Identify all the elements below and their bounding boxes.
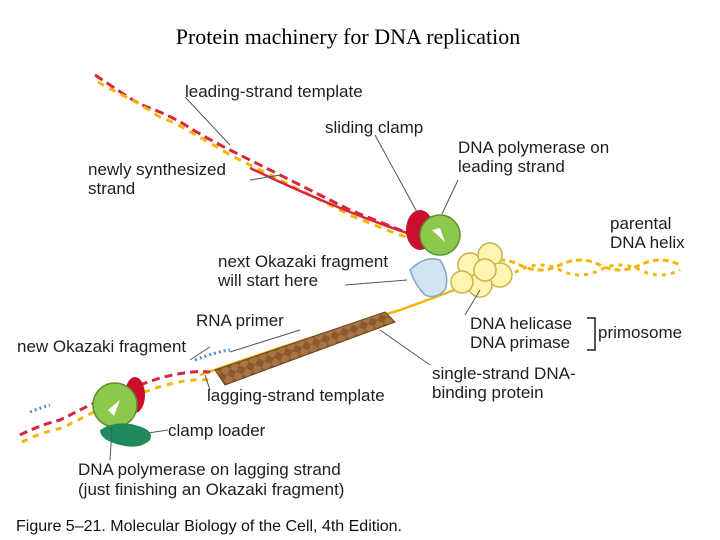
newly-synthesized-strand: [249, 166, 411, 236]
label-dna-helicase: DNA helicase: [470, 314, 573, 333]
label-new-okazaki-fragment: new Okazaki fragment: [17, 337, 187, 356]
label-next-okazaki-1: next Okazaki fragment: [218, 252, 389, 271]
leader-sliding-clamp: [374, 134, 418, 213]
slide-title: Protein machinery for DNA replication: [175, 24, 521, 49]
label-rna-primer: RNA primer: [196, 311, 284, 330]
leader-next-okazaki: [344, 279, 408, 286]
leader-clamp-loader: [147, 429, 169, 434]
leading-polymerase: [406, 210, 461, 256]
dna-primase: [409, 258, 448, 298]
label-dna-polymerase-leading-2: leading strand: [458, 157, 565, 176]
ssb-coating: [214, 311, 396, 386]
leader-newly-synthesized: [249, 174, 281, 181]
label-next-okazaki-2: will start here: [218, 271, 319, 290]
parental-dna-helix: [479, 258, 681, 277]
leader-polymerase-leading: [441, 179, 459, 215]
leader-helicase-primase: [464, 289, 481, 316]
label-newly-synthesized-2: strand: [88, 179, 136, 198]
label-sliding-clamp: sliding clamp: [325, 118, 424, 137]
label-clamp-loader: clamp loader: [168, 421, 266, 440]
leader-lagging-template: [204, 374, 211, 391]
dna-helicase: [450, 242, 513, 298]
label-dna-primase: DNA primase: [470, 333, 571, 352]
label-primosome: primosome: [598, 323, 683, 342]
leader-new-okazaki: [189, 346, 211, 361]
label-lagging-strand-template: lagging-strand template: [207, 386, 385, 405]
label-ssb-1: single-strand DNA-: [432, 364, 576, 383]
label-newly-synthesized-1: newly synthesized: [88, 160, 226, 179]
label-dna-polymerase-leading-1: DNA polymerase on: [458, 138, 610, 157]
leader-ssb: [379, 329, 431, 366]
lagging-polymerase: [92, 377, 151, 447]
primosome-bracket: [587, 317, 596, 351]
rna-primer-leading: [29, 403, 51, 414]
figure-caption: Figure 5–21. Molecular Biology of the Ce…: [16, 518, 402, 535]
leader-rna-primer: [229, 329, 301, 353]
label-parental-helix-2: DNA helix: [610, 233, 685, 252]
leading-strand-helix: [94, 73, 421, 244]
label-parental-helix-1: parental: [610, 214, 672, 233]
label-leading-strand-template: leading-strand template: [185, 82, 363, 101]
leader-leading-template: [184, 96, 231, 146]
label-dna-polymerase-lagging-2: (just finishing an Okazaki fragment): [78, 480, 345, 499]
label-ssb-2: binding protein: [432, 383, 544, 402]
rna-primer-lagging: [194, 348, 231, 362]
leader-polymerase-lagging: [109, 427, 113, 461]
label-dna-polymerase-lagging-1: DNA polymerase on lagging strand: [78, 460, 341, 479]
